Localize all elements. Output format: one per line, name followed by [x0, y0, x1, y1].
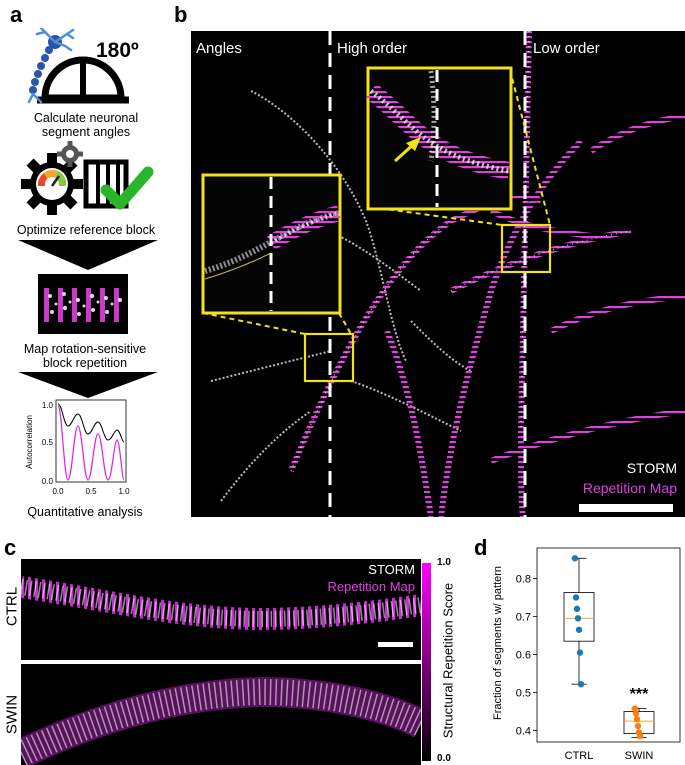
- block-repetition-thumbnail: [38, 274, 128, 334]
- data-point: [573, 605, 581, 613]
- autocorrelation-ytick-2: 0.5: [42, 438, 54, 447]
- data-point: [572, 594, 580, 601]
- data-point: [634, 722, 642, 730]
- category-label-ctrl: CTRL: [565, 750, 594, 762]
- data-point: [631, 705, 639, 712]
- ctrl-row-label: CTRL: [3, 586, 21, 627]
- data-point: [577, 680, 585, 688]
- region-label-high-order: High order: [337, 40, 408, 57]
- step3-caption-line1: Map rotation-sensitive: [23, 342, 147, 356]
- y-tick-label: 0.8: [516, 573, 531, 585]
- colorbar-tick-max: 1.0: [437, 557, 451, 568]
- flow-arrow-2-icon: [18, 372, 158, 398]
- swin-image: [21, 664, 421, 765]
- step3-caption: Map rotation-sensitive block repetition: [4, 342, 166, 370]
- legend-repetition-map: Repetition Map: [582, 480, 677, 496]
- flow-arrow-1-icon: [18, 240, 158, 270]
- panel-letter-a: a: [10, 2, 23, 27]
- chart-ylabel: Fraction of segments w/ pattern: [492, 566, 504, 720]
- autocorrelation-xtick-3: 1.0: [118, 487, 130, 496]
- box-plot-chart: Fraction of segments w/ pattern 0.8 0.7 0.…: [492, 547, 681, 762]
- autocorrelation-ytick-3: 0.0: [42, 477, 54, 486]
- y-tick-label: 0.5: [516, 688, 531, 700]
- autocorrelation-plot-frame: [55, 399, 127, 483]
- y-tick-label: 0.7: [516, 611, 531, 623]
- autocorrelation-xtick-1: 0.0: [52, 487, 64, 496]
- legend-storm: STORM: [626, 460, 677, 476]
- data-point: [636, 733, 644, 740]
- storm-image-panel-b: Angles High order Low order STORM Repeti…: [191, 31, 685, 517]
- autocorrelation-magenta-line: [57, 405, 125, 481]
- box-ctrl: [563, 592, 595, 642]
- colorbar-tick-min: 0.0: [437, 753, 451, 764]
- protractor-neuron-icon: [27, 28, 129, 104]
- panel-letter-c: c: [4, 535, 17, 560]
- category-label-swin: SWIN: [625, 750, 654, 762]
- data-point: [576, 649, 584, 656]
- region-label-low-order: Low order: [533, 40, 600, 57]
- autocorrelation-xtick-2: 0.5: [85, 487, 97, 496]
- step1-caption-line1: Calculate neuronal: [33, 111, 139, 125]
- step2-caption: Optimize reference block: [16, 223, 156, 237]
- swin-row-label: SWIN: [3, 694, 21, 735]
- panel-letter-d: d: [474, 535, 488, 560]
- optimize-gear-icon: [21, 141, 154, 215]
- autocorrelation-plot: Autocorrelation 1.0 0.5 0.0 0.0 0.5 1.0: [25, 399, 130, 496]
- data-point: [574, 615, 582, 622]
- autocorrelation-black-line: [57, 403, 125, 443]
- data-point: [575, 626, 583, 633]
- chart-frame: [536, 547, 681, 743]
- data-point: [633, 715, 641, 723]
- angle-180-label: 180º: [96, 39, 139, 62]
- step3-caption-line2: block repetition: [42, 356, 128, 370]
- step4-caption: Quantitative analysis: [27, 505, 143, 519]
- y-tick-label: 0.4: [516, 726, 531, 738]
- data-point: [632, 710, 640, 717]
- data-point: [571, 555, 579, 562]
- region-label-angles: Angles: [196, 40, 242, 57]
- autocorrelation-ylabel: Autocorrelation: [25, 415, 34, 469]
- y-tick-label: 0.6: [516, 650, 531, 662]
- c-legend-repetition-map: Repetition Map: [327, 579, 415, 594]
- colorbar-label: Structural Repetition Score: [440, 582, 456, 739]
- step1-caption-line2: segment angles: [41, 125, 131, 139]
- colorbar: [422, 563, 431, 761]
- ctrl-image: STORM Repetition Map: [21, 559, 421, 660]
- autocorrelation-ytick-1: 1.0: [42, 401, 54, 410]
- step1-caption: Calculate neuronal segment angles: [18, 111, 154, 139]
- panel-letter-b: b: [174, 2, 188, 27]
- c-legend-storm: STORM: [368, 562, 415, 577]
- significance-annotation: ***: [630, 686, 649, 703]
